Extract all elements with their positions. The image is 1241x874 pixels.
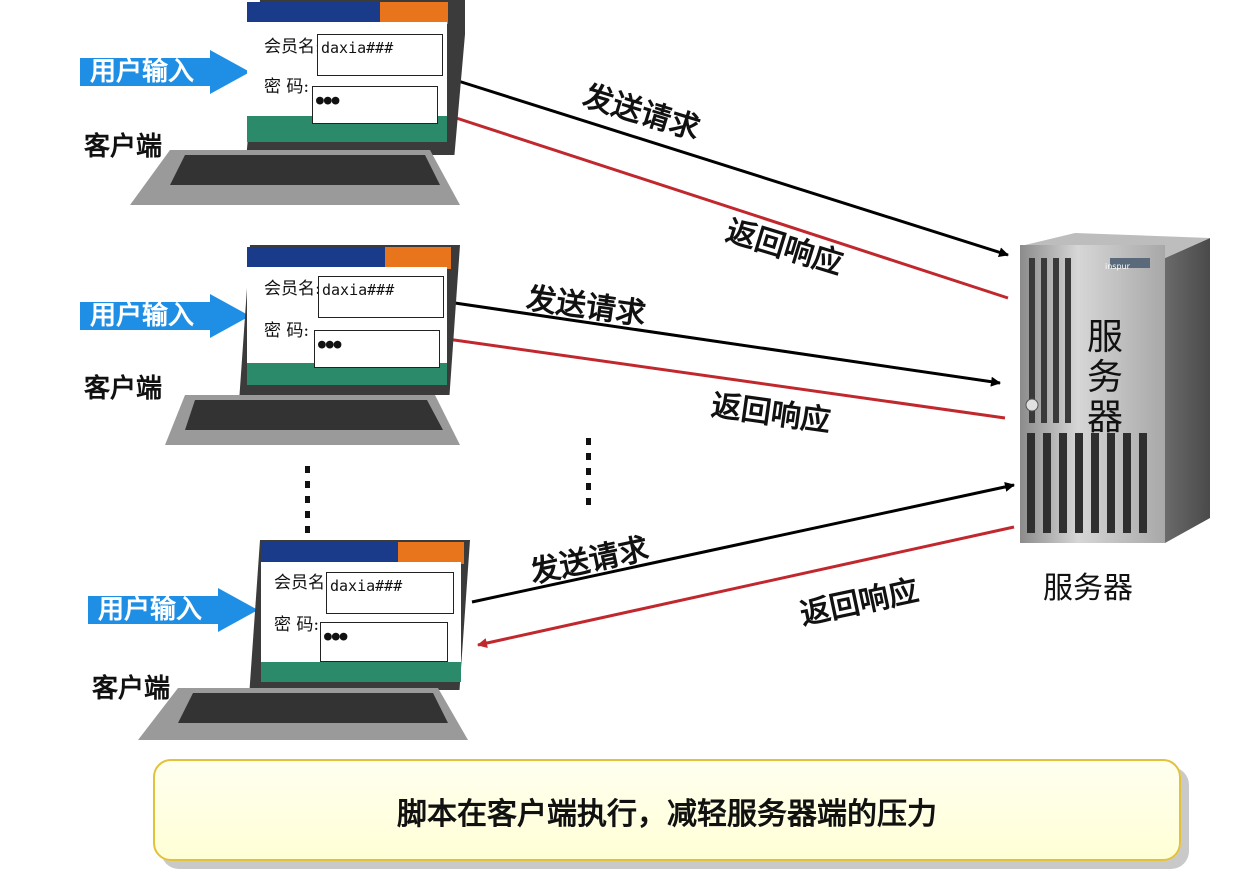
server-box-label-2: 务 [1086,357,1123,398]
request-arrow-3 [471,482,1015,604]
client-label: 客户端 [92,674,171,704]
password-value: ●●● [324,629,348,644]
request-arrow-1 [454,78,1009,258]
response-arrow-3 [477,525,1015,648]
server-tower [1020,233,1210,543]
arrow-right-icon [80,50,250,94]
client-label: 客户端 [84,132,163,162]
server-box-label-1: 服 [1086,317,1123,358]
summary-note: 脚本在客户端执行，减轻服务器端的压力 [153,759,1181,861]
request-arrow-2 [447,300,1001,387]
password-label: 密 码: [264,321,310,341]
login-form-1: 会员名: daxia### 密 码: ●●● [262,28,448,124]
username-value: daxia### [321,39,394,57]
ellipsis-dots-middle [586,438,591,505]
response-arrow-2 [439,334,1006,420]
password-label: 密 码: [264,77,310,97]
username-field[interactable]: daxia### [317,34,443,76]
summary-note-text: 脚本在客户端执行，减轻服务器端的压力 [397,797,937,832]
server-box-label-3: 器 [1086,397,1123,438]
username-label: 会员名: [274,573,331,593]
password-value: ●●● [316,93,340,108]
username-field[interactable]: daxia### [318,276,444,318]
server-brand: inspur [1105,262,1130,271]
password-value: ●●● [318,337,342,352]
username-value: daxia### [322,281,395,299]
arrow-right-icon [80,294,250,338]
username-value: daxia### [330,577,403,595]
response-arrow-1 [446,113,1009,300]
password-field[interactable]: ●●● [314,330,440,368]
username-label: 会员名: [264,37,321,57]
client-label: 客户端 [84,374,163,404]
username-field[interactable]: daxia### [326,572,454,614]
server-caption: 服务器 [1043,571,1133,606]
ellipsis-dots-left [305,466,310,533]
password-field[interactable]: ●●● [320,622,448,662]
username-label: 会员名: [264,279,321,299]
login-form-3: 会员名: daxia### 密 码: ●●● [272,566,458,662]
arrow-right-icon [88,588,258,632]
password-field[interactable]: ●●● [312,86,438,124]
password-label: 密 码: [274,615,320,635]
login-form-2: 会员名: daxia### 密 码: ●●● [262,272,448,368]
